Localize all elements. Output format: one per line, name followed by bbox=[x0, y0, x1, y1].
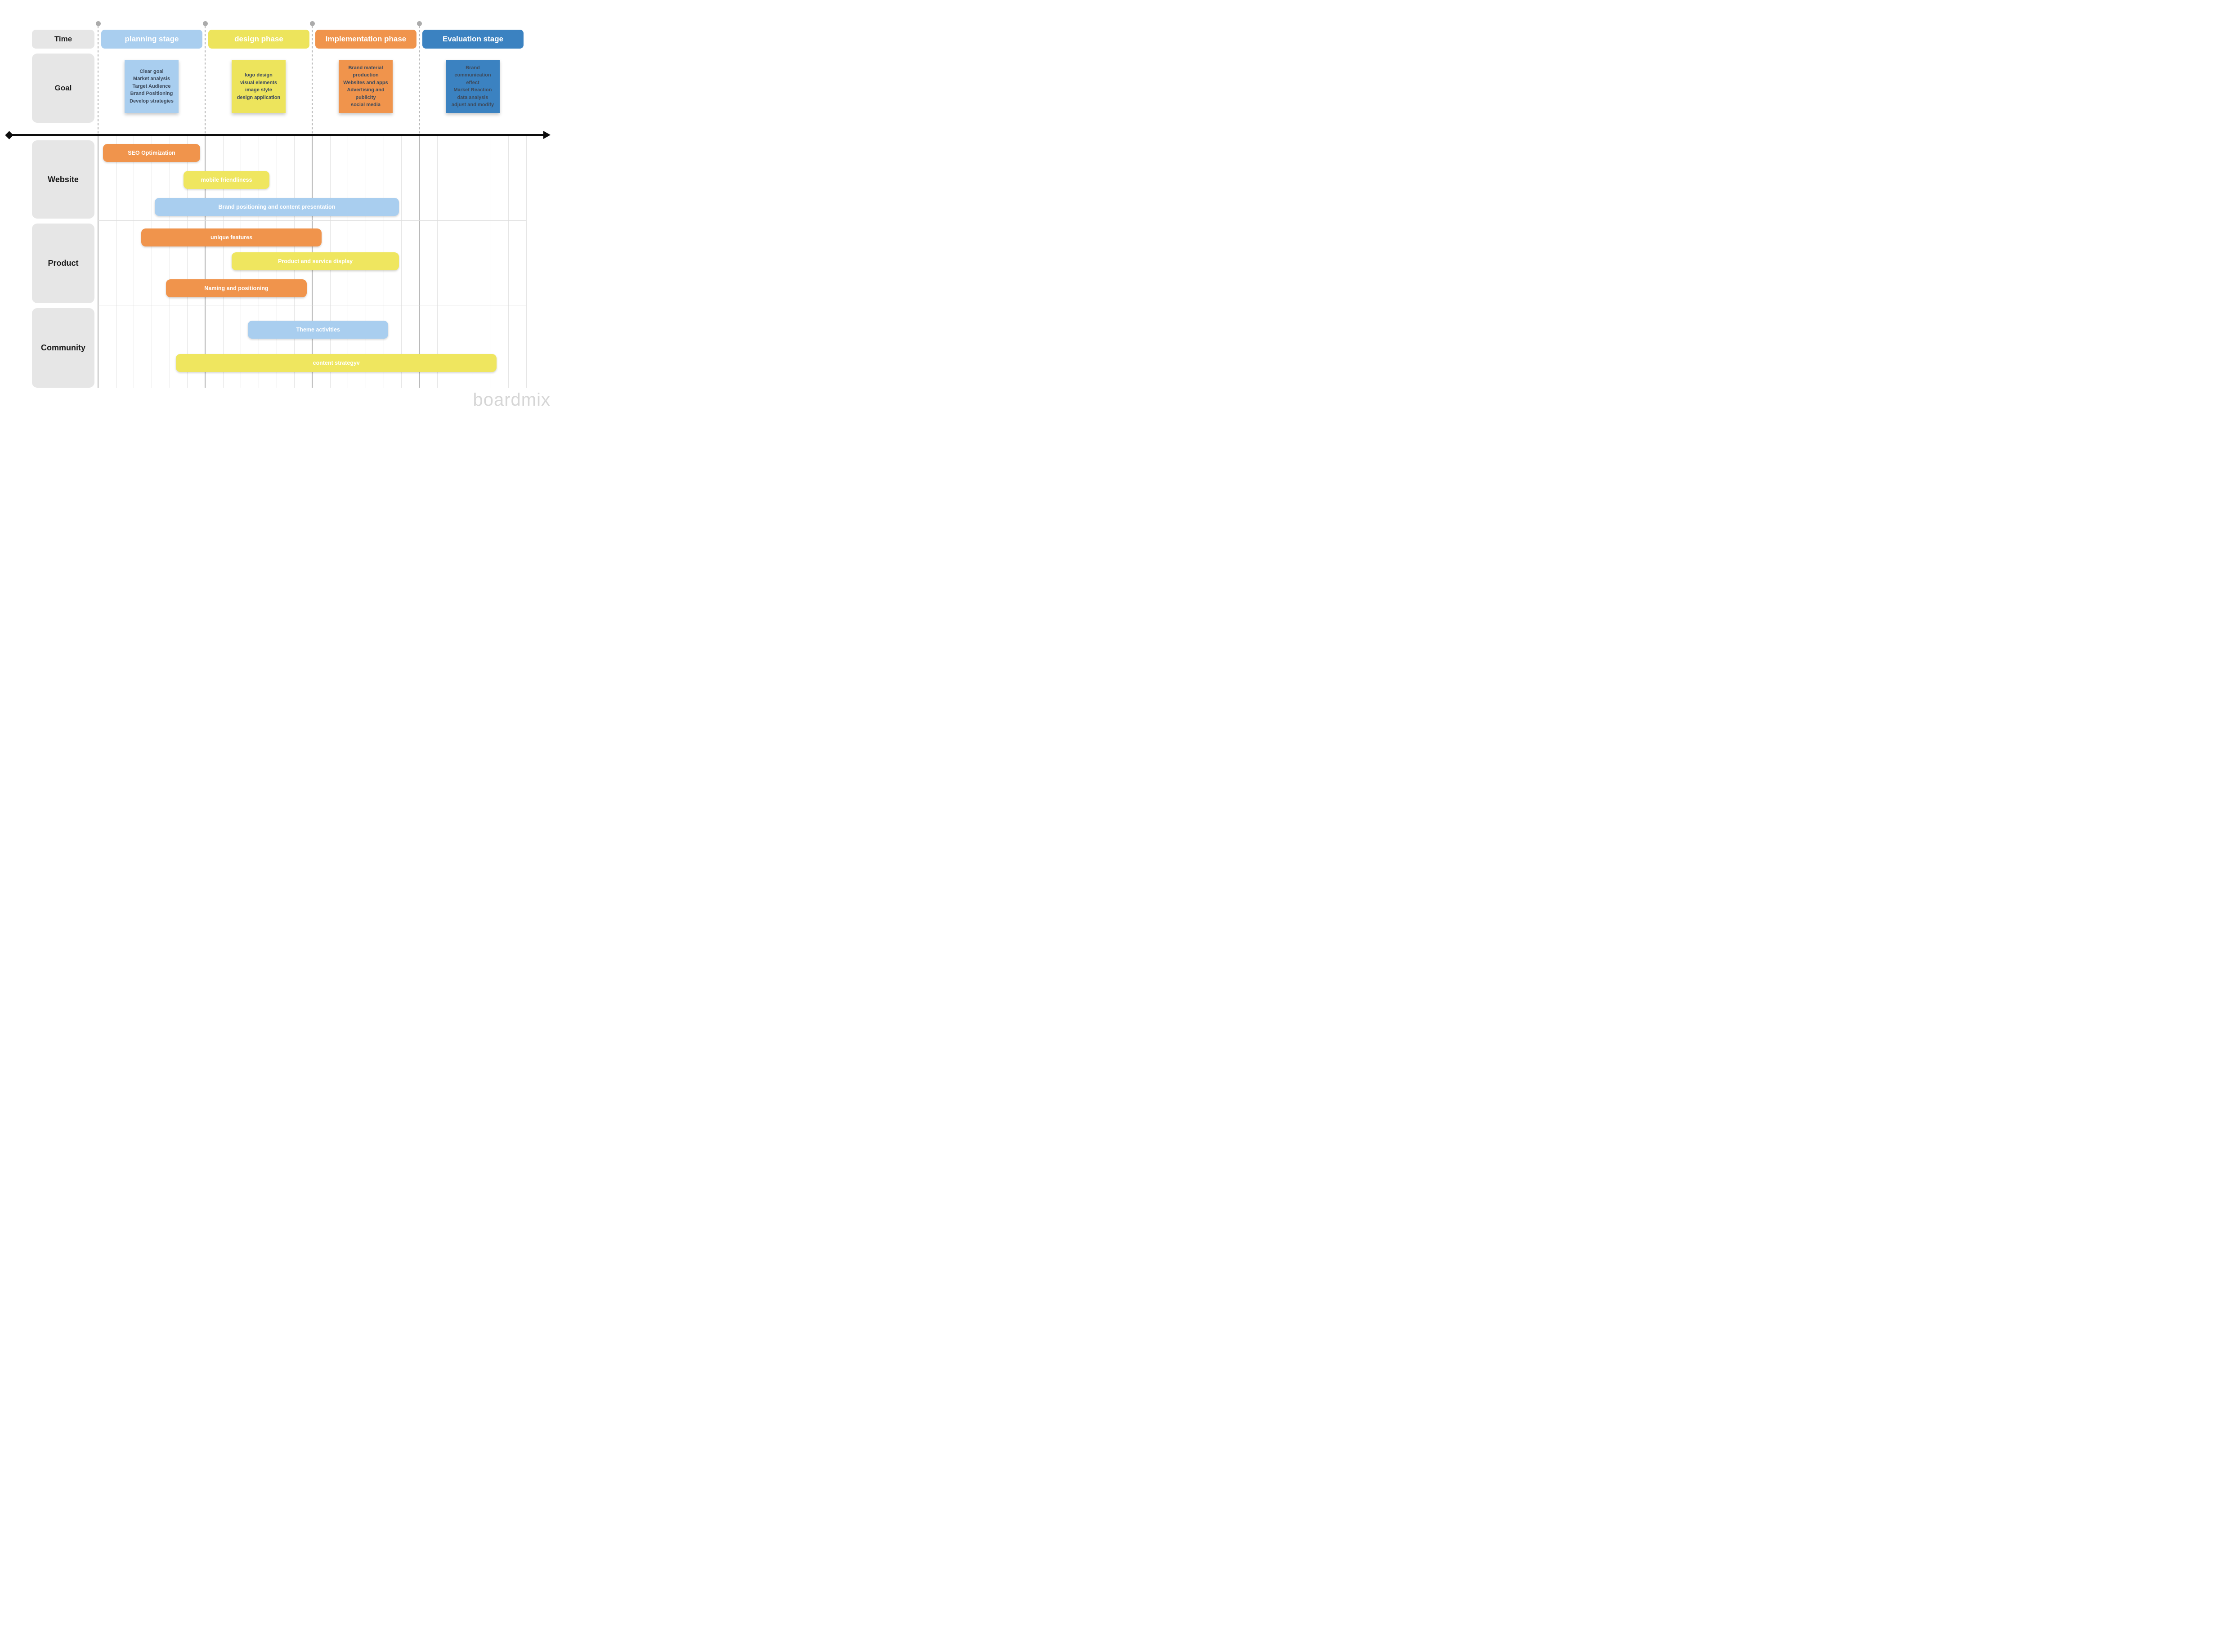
gantt-bar-label: Naming and positioning bbox=[204, 285, 269, 291]
row-label: Product bbox=[48, 259, 79, 268]
stage-header[interactable]: Evaluation stage bbox=[422, 30, 524, 49]
stage-divider-dashed-line bbox=[418, 26, 420, 135]
gantt-bar[interactable]: SEO Optimization bbox=[103, 144, 200, 162]
goal-note-line: design application bbox=[237, 94, 281, 100]
gantt-bar-label: Theme activities bbox=[296, 327, 340, 333]
row-label-box-product[interactable]: Product bbox=[32, 224, 94, 303]
gantt-bar[interactable]: mobile friendliness bbox=[184, 171, 269, 189]
gantt-bar[interactable]: Brand positioning and content presentati… bbox=[154, 198, 399, 216]
gantt-bar[interactable]: Product and service display bbox=[232, 252, 399, 270]
row-label: Community bbox=[41, 343, 85, 352]
gantt-bar-label: mobile friendliness bbox=[201, 177, 252, 183]
grid-line bbox=[508, 135, 509, 388]
timeline-arrowhead-icon bbox=[543, 131, 551, 139]
time-label-box[interactable]: Time bbox=[32, 30, 94, 49]
grid-line bbox=[437, 135, 438, 388]
stage-boundary-line bbox=[419, 135, 420, 388]
goal-note-line: logo design bbox=[245, 72, 273, 78]
gantt-bar[interactable]: unique features bbox=[141, 228, 322, 246]
gantt-bar[interactable]: content strategyv bbox=[176, 354, 497, 372]
goal-note-line: Brand communication effect bbox=[454, 65, 491, 85]
gantt-bar-label: Brand positioning and content presentati… bbox=[218, 204, 336, 210]
gantt-bar-label: Product and service display bbox=[278, 258, 353, 264]
row-label: Website bbox=[48, 175, 79, 184]
goal-note-line: Market Reaction bbox=[453, 87, 492, 93]
goal-note-line: adjust and modify bbox=[451, 102, 494, 107]
stage-divider-dot-icon bbox=[202, 21, 208, 26]
stage-header[interactable]: design phase bbox=[208, 30, 309, 49]
gantt-bar-label: unique features bbox=[210, 234, 253, 241]
goal-label-box[interactable]: Goal bbox=[32, 54, 94, 123]
goal-note-line: Clear goal bbox=[139, 68, 164, 74]
stage-header[interactable]: planning stage bbox=[101, 30, 202, 49]
goal-note-line: image style bbox=[245, 87, 272, 93]
goal-note-line: Target Audience bbox=[132, 83, 171, 89]
goal-note-line: data analysis bbox=[457, 94, 488, 100]
row-separator-line bbox=[98, 220, 526, 221]
row-label-box-website[interactable]: Website bbox=[32, 140, 94, 219]
gantt-bar-label: SEO Optimization bbox=[128, 150, 175, 156]
stage-header-label: Implementation phase bbox=[325, 35, 407, 43]
goal-note-line: visual elements bbox=[240, 80, 277, 85]
goal-note-line: Websites and apps bbox=[343, 80, 388, 85]
stage-header-label: design phase bbox=[234, 35, 283, 43]
stage-divider-dashed-line bbox=[204, 26, 206, 135]
stage-divider-dot-icon bbox=[95, 21, 101, 26]
row-label-box-community[interactable]: Community bbox=[32, 308, 94, 388]
grid-line bbox=[223, 135, 224, 388]
goal-note-line: Market analysis bbox=[133, 76, 170, 82]
boardmix-watermark: boardmix bbox=[473, 390, 551, 410]
time-label: Time bbox=[54, 35, 72, 43]
stage-header[interactable]: Implementation phase bbox=[315, 30, 416, 49]
goal-note-line: Brand material production bbox=[348, 65, 383, 78]
goal-note-line: Brand Positioning bbox=[130, 91, 173, 97]
goal-label: Goal bbox=[54, 84, 72, 92]
grid-line bbox=[526, 135, 527, 388]
goal-note-line: Develop strategies bbox=[130, 98, 174, 104]
gantt-bar[interactable]: Naming and positioning bbox=[166, 279, 307, 297]
stage-header-label: planning stage bbox=[125, 35, 179, 43]
stage-divider-dot-icon bbox=[416, 21, 422, 26]
gantt-bar-label: content strategyv bbox=[313, 360, 360, 366]
stage-boundary-line bbox=[205, 135, 206, 388]
goal-note-line: Advertising and publicity bbox=[347, 87, 385, 100]
stage-boundary-line bbox=[98, 135, 99, 388]
grid-line bbox=[187, 135, 188, 388]
timeline-axis-line bbox=[9, 134, 544, 136]
gantt-bar[interactable]: Theme activities bbox=[248, 321, 389, 339]
stage-divider-dashed-line bbox=[97, 26, 99, 135]
grid-line bbox=[401, 135, 402, 388]
goal-note-line: social media bbox=[350, 102, 381, 107]
stage-divider-dot-icon bbox=[309, 21, 315, 26]
stage-divider-dashed-line bbox=[311, 26, 313, 135]
stage-header-label: Evaluation stage bbox=[442, 35, 504, 43]
gantt-board-canvas: Time Goal planning stage design phase Impl… bbox=[0, 0, 558, 413]
